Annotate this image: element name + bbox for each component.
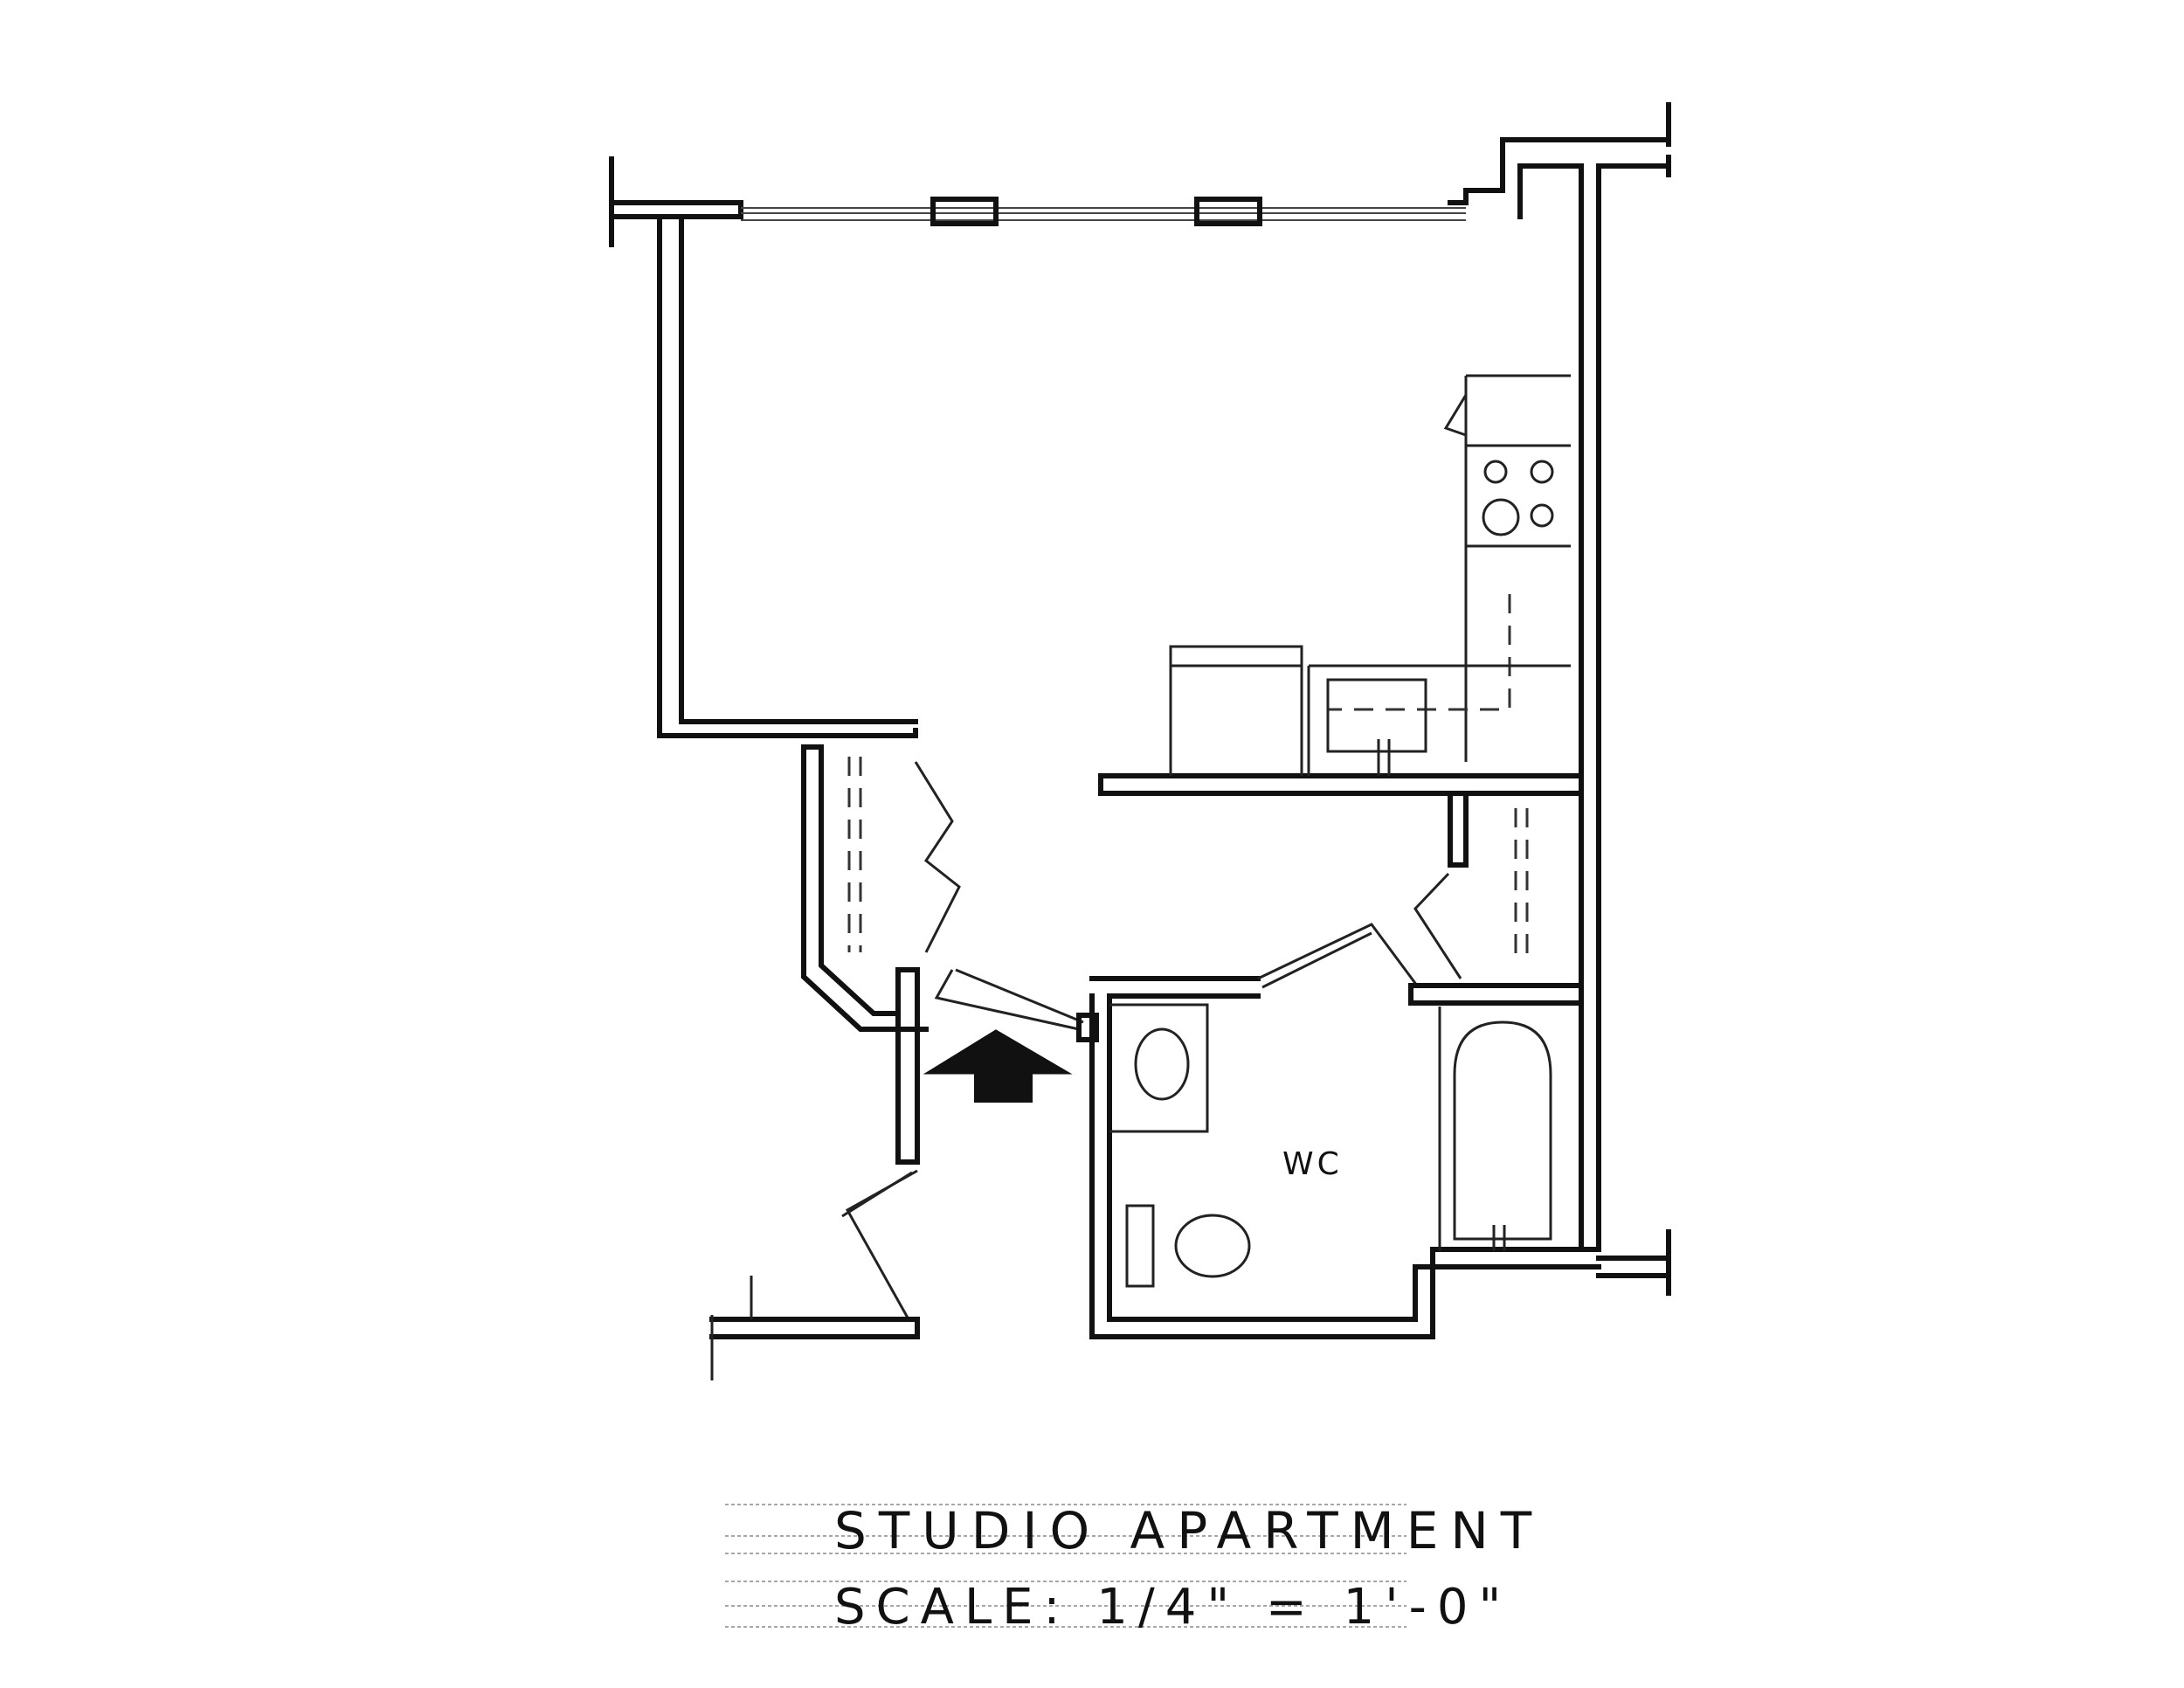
- left-wall: [609, 200, 918, 738]
- kitchen-sink-icon: [1326, 678, 1427, 753]
- stove-burners-icon: [1482, 460, 1554, 536]
- drawing-scale: SCALE: 1/4" = 1'-0": [834, 1579, 1511, 1636]
- closet: [801, 744, 961, 1165]
- bathroom: WC: [1076, 791, 1601, 1339]
- right-wall: [1517, 155, 1671, 1296]
- lavatory-sink-icon: [1109, 1003, 1209, 1133]
- drawing-title: STUDIO APARTMENT: [834, 1501, 1544, 1560]
- window-mullion: [1194, 197, 1262, 226]
- closet-bifold-door: [914, 761, 961, 953]
- entry-arrow-icon: [923, 1029, 1073, 1103]
- entry-door: [841, 968, 1084, 1320]
- exterior-top-wall: [609, 102, 1671, 247]
- door-jamb: [1076, 1013, 1099, 1042]
- bottom-left-wall: [709, 1276, 920, 1380]
- window-mullion: [930, 197, 999, 226]
- refrigerator-door-swing: [1443, 394, 1468, 437]
- title-block: STUDIO APARTMENT SCALE: 1/4" = 1'-0": [725, 1501, 1544, 1636]
- entry-partition: [895, 967, 920, 1165]
- room-label-wc: WC: [1282, 1146, 1343, 1182]
- kitchen: [1098, 374, 1584, 796]
- toilet-icon: [1125, 1204, 1251, 1288]
- bathtub-icon: [1438, 1007, 1552, 1251]
